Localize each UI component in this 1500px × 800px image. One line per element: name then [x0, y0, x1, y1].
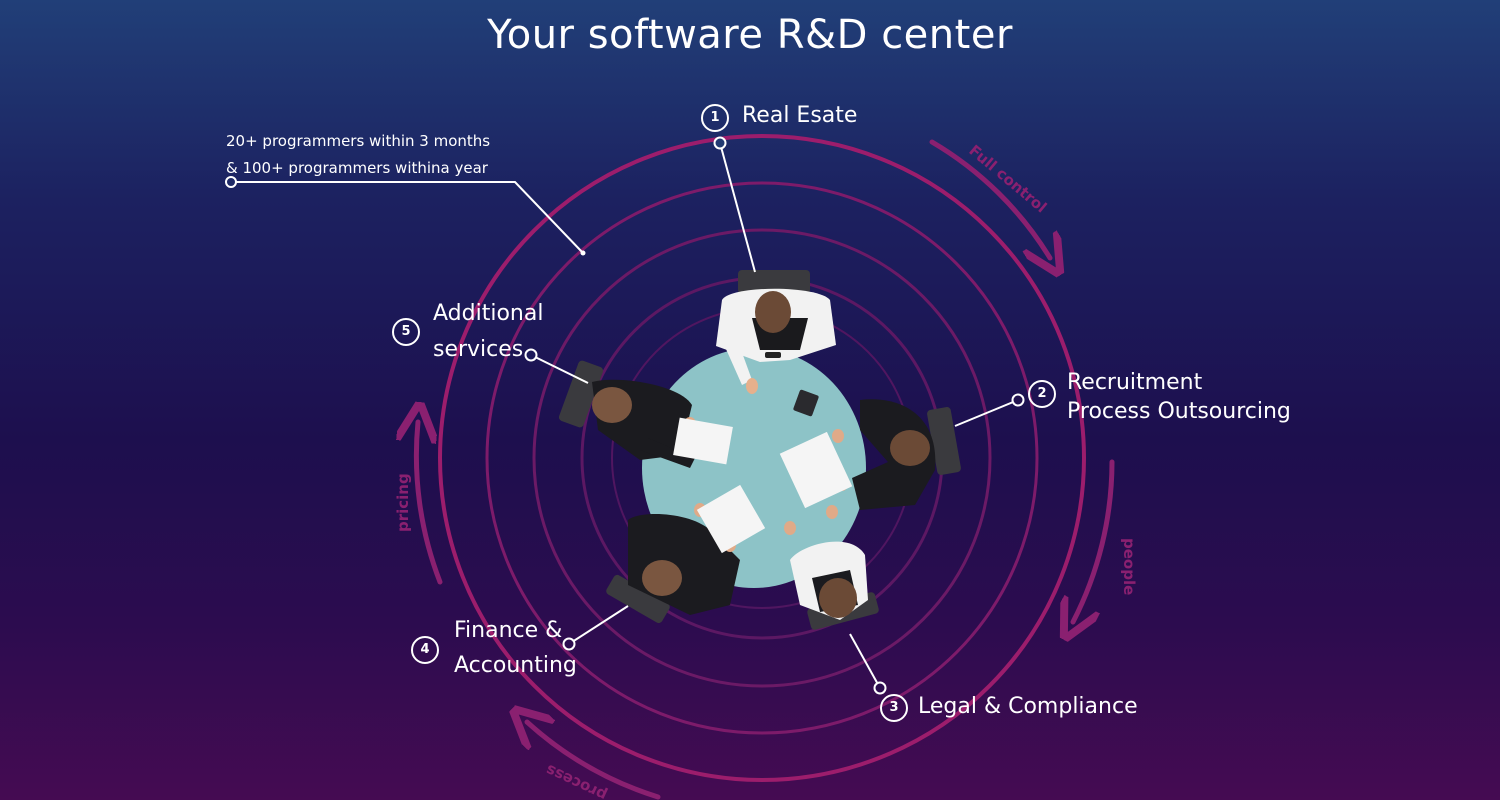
note-line-1: 20+ programmers within 3 months — [226, 132, 491, 150]
service-label-line: Real Esate — [742, 103, 858, 128]
person-left — [592, 379, 733, 468]
person-bottom-left — [628, 484, 766, 615]
arrow-full-control — [929, 139, 1050, 258]
service-label-finance: Finance & Accounting — [454, 613, 577, 683]
service-number-badge: 5 — [392, 318, 420, 346]
arrow-pricing — [416, 422, 443, 585]
service-label-line: Accounting — [454, 653, 577, 678]
chair — [606, 574, 670, 624]
service-label-line: Legal & Compliance — [918, 694, 1138, 719]
leader-dot-additional — [524, 348, 538, 362]
service-label-recruitment: Recruitment Process Outsourcing — [1067, 368, 1291, 426]
page-title: Your software R&D center — [487, 12, 1013, 58]
service-label-real-estate: Real Esate — [742, 100, 857, 132]
leader-dot-finance — [562, 637, 576, 651]
arrow-process — [527, 722, 661, 800]
service-number-badge: 2 — [1028, 380, 1056, 408]
leader-real-estate — [719, 142, 756, 273]
chair — [738, 270, 810, 294]
service-label-line: services — [433, 337, 524, 362]
ring-2 — [485, 181, 1039, 735]
leader-dot-recruitment — [1011, 393, 1025, 407]
ring-outer — [438, 134, 1086, 782]
note-line-2: & 100+ programmers withina year — [226, 159, 488, 177]
leader-dot-legal — [873, 681, 887, 695]
person-bottom-right — [784, 505, 868, 620]
ring-3 — [532, 228, 992, 688]
service-label-legal: Legal & Compliance — [918, 691, 1138, 723]
programmers-note: 20+ programmers within 3 months & 100+ p… — [226, 128, 490, 182]
person-top — [716, 288, 836, 394]
service-label-additional: Additional services — [433, 296, 543, 368]
person-right — [779, 389, 936, 510]
leader-note — [231, 181, 584, 254]
leader-legal — [849, 633, 881, 689]
service-number-badge: 1 — [701, 104, 729, 132]
service-label-line: Finance & — [454, 618, 563, 643]
service-label-line: Additional — [433, 301, 544, 326]
service-number-badge: 3 — [880, 694, 908, 722]
cycle-label-people: people — [1120, 538, 1138, 595]
arrow-people — [1073, 459, 1115, 622]
leader-recruitment — [954, 399, 1019, 427]
chair — [927, 407, 961, 475]
service-number-badge: 4 — [411, 636, 439, 664]
service-label-line: Process Outsourcing — [1067, 399, 1291, 424]
cycle-arrows — [416, 139, 1115, 800]
cycle-label-pricing: pricing — [394, 473, 412, 532]
service-label-line: Recruitment — [1067, 370, 1203, 395]
leader-additional — [530, 354, 589, 384]
cycle-label-process: process — [543, 761, 610, 800]
meeting-table-illustration — [558, 270, 961, 630]
leader-finance — [568, 605, 629, 645]
leader-end-note — [580, 250, 586, 256]
leader-dot-real-estate — [713, 136, 727, 150]
chair — [558, 360, 604, 428]
leader-dot-note — [225, 176, 237, 188]
leader-lines — [225, 136, 1025, 695]
